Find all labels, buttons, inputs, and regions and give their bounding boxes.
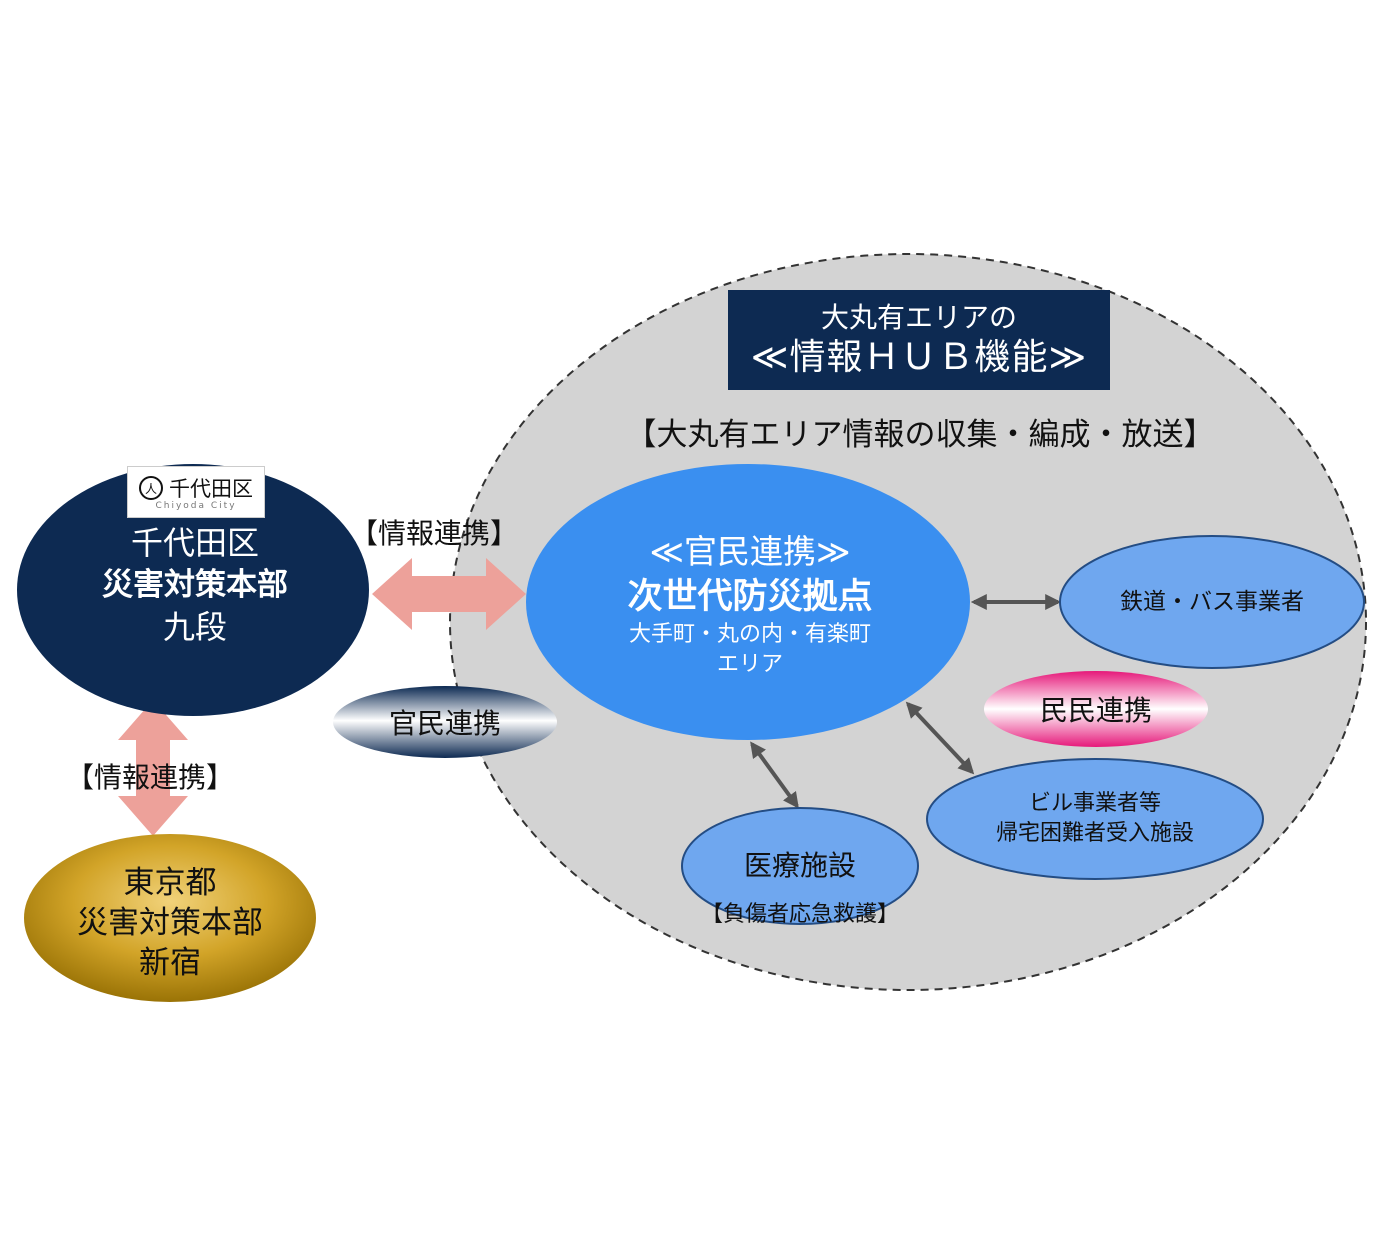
info-link-label-top: 【情報連携】 [350, 517, 519, 550]
building-node: ビル事業者等 帰宅困難者受入施設 [955, 786, 1235, 852]
logo-name: 千代田区 [169, 477, 253, 501]
hub-title-line1: 大丸有エリアの [820, 301, 1017, 334]
minmin-label: 民民連携 [1039, 694, 1152, 727]
minmin-ellipse [984, 671, 1208, 747]
logo-english: Chiyoda City [155, 501, 237, 511]
hub-title-box: 大丸有エリアの ≪情報ＨＵＢ機能≫ [728, 290, 1110, 390]
center-line1: ≪官民連携≫ [649, 532, 851, 571]
center-line3: 大手町・丸の内・有楽町 [628, 622, 871, 647]
connector-building [905, 701, 975, 775]
kanmin-ellipse [333, 686, 557, 758]
chiyoda-line3: 九段 [162, 608, 227, 646]
center-line2: 次世代防災拠点 [627, 577, 873, 617]
tokyo-ellipse [24, 834, 316, 1002]
building-ellipse [926, 758, 1264, 880]
tokyo-line1: 東京都 [123, 865, 217, 901]
hub-subtitle: 【大丸有エリア情報の収集・編成・放送】 [625, 416, 1215, 453]
rail-node-label: 鉄道・バス事業者 [1120, 589, 1304, 615]
building-line2: 帰宅困難者受入施設 [995, 821, 1194, 846]
connector-medical [750, 741, 799, 809]
info-link-arrow-horizontal [372, 558, 526, 630]
chiyoda-logo: 人 千代田区 Chiyoda City [127, 466, 265, 518]
medical-sub-label: 【負傷者応急救護】 [700, 902, 899, 927]
medical-ellipse [681, 807, 919, 925]
chiyoda-hq: 千代田区 災害対策本部 九段 [60, 520, 330, 650]
chiyoda-emblem-icon: 人 [139, 476, 163, 500]
info-link-label-left: 【情報連携】 [66, 761, 235, 794]
info-link-arrow-vertical [118, 700, 188, 836]
tokyo-hq: 東京都 災害対策本部 新宿 [40, 858, 300, 988]
kanmin-label: 官民連携 [388, 707, 501, 740]
medical-node-label: 医療施設 [743, 849, 856, 882]
rail-ellipse [1059, 535, 1365, 669]
tokyo-line2: 災害対策本部 [77, 905, 263, 941]
hub-title-line2: ≪情報ＨＵＢ機能≫ [750, 337, 1088, 378]
center-line4: エリア [716, 652, 783, 677]
center-node: ≪官民連携≫ 次世代防災拠点 大手町・丸の内・有楽町 エリア [540, 520, 960, 690]
chiyoda-ellipse [17, 464, 369, 716]
chiyoda-line2: 災害対策本部 [102, 567, 288, 603]
center-ellipse [526, 464, 970, 740]
tokyo-line3: 新宿 [139, 945, 201, 981]
chiyoda-line1: 千代田区 [130, 524, 259, 562]
building-line1: ビル事業者等 [1028, 791, 1161, 816]
